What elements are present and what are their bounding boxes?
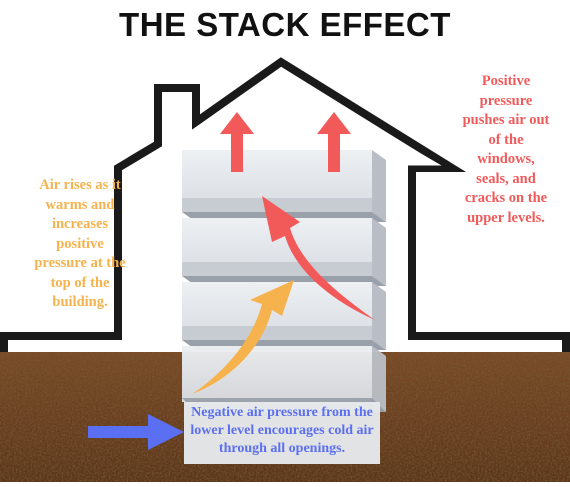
positive-pressure-note-line: windows, (477, 151, 535, 167)
up-arrow-right (317, 112, 351, 172)
negative-pressure-note-line: Negative air pressure from the (191, 405, 373, 420)
positive-pressure-note-line: Positive (481, 73, 531, 89)
warm-air-note: Air rises as it warms and increases positiv… (28, 176, 132, 313)
diagram-title: THE STACK EFFECT (119, 6, 451, 43)
warm-air-note-line: warms and (45, 196, 115, 213)
floor-stack (182, 150, 386, 464)
negative-pressure-note: Negative air pressure from the lower leve… (182, 404, 382, 458)
positive-pressure-note-line: pressure (479, 92, 533, 109)
warm-air-note-line: top of the (50, 274, 110, 291)
positive-pressure-note-line: upper levels. (467, 209, 545, 226)
positive-pressure-note-line: cracks on the (464, 190, 548, 206)
positive-pressure-note-line: pushes air out (462, 112, 550, 128)
blue-inflow-arrow (88, 414, 184, 450)
warm-air-note-line: pressure at the (34, 255, 126, 271)
positive-pressure-note: Positive pressure pushes air out of the wind… (452, 72, 560, 228)
positive-pressure-note-line: of the (488, 131, 524, 148)
red-curved-arrow (262, 196, 375, 320)
negative-pressure-note-line: through all openings. (218, 441, 346, 456)
house-outline (0, 57, 570, 352)
positive-pressure-note-line: seals, and (476, 170, 536, 187)
basement-footing (184, 402, 380, 464)
orange-curved-arrow (192, 280, 294, 394)
warm-air-note-line: increases (51, 216, 109, 232)
warm-air-note-line: Air rises as it (39, 177, 121, 193)
floor-level-1 (182, 150, 386, 222)
warm-air-note-line: positive (56, 235, 104, 252)
up-arrow-left (220, 112, 254, 172)
negative-pressure-note-line: lower level encourages cold air (190, 423, 374, 438)
warm-air-note-line: building. (52, 294, 108, 310)
